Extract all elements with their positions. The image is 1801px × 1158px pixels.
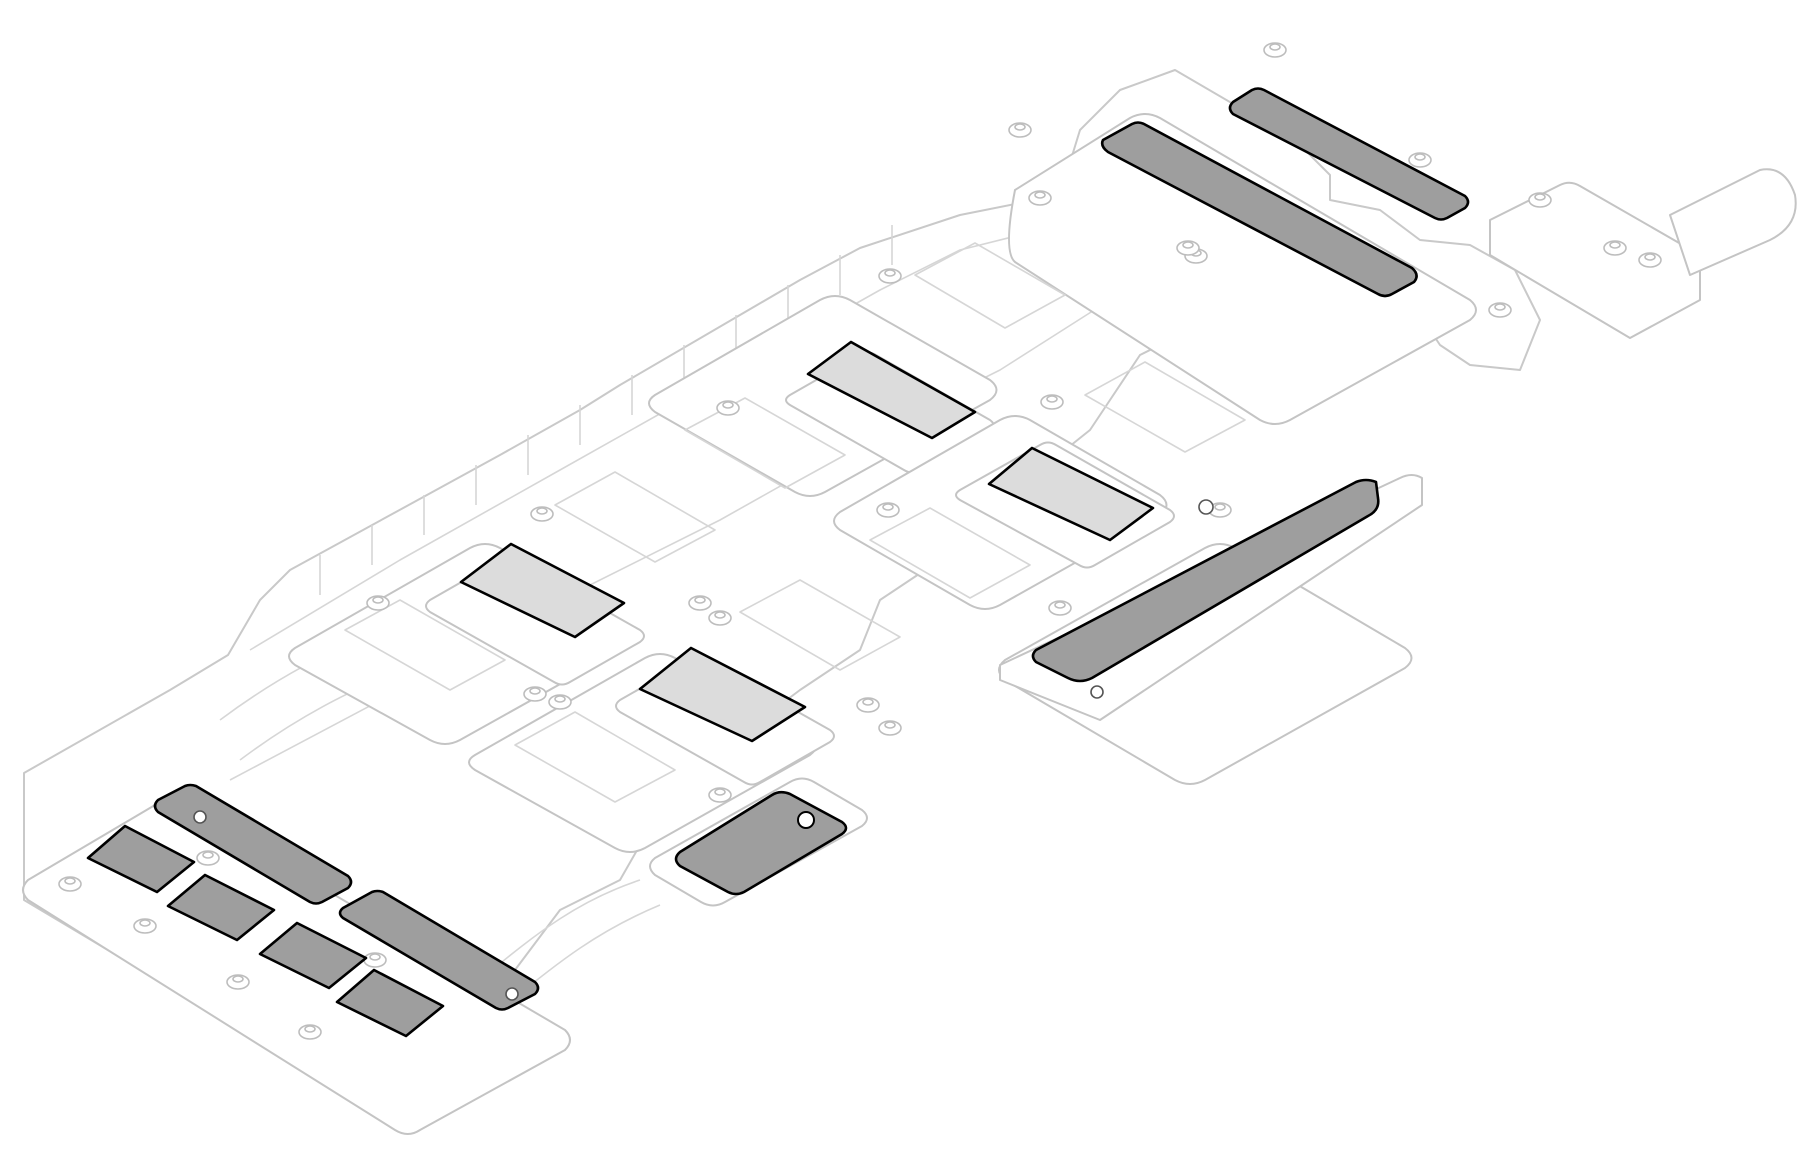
bolt-22 bbox=[1528, 192, 1552, 208]
recess-5 bbox=[1084, 361, 1246, 453]
coupler-nozzle bbox=[1669, 168, 1797, 276]
bolt-25 bbox=[58, 876, 82, 892]
right-pad-hole-1 bbox=[1198, 499, 1214, 515]
right-pad-hole-2 bbox=[1090, 685, 1104, 699]
bolt-20 bbox=[1488, 302, 1512, 318]
bolt-14 bbox=[878, 720, 902, 736]
memory-chip-1 bbox=[86, 824, 196, 894]
recess-6 bbox=[869, 507, 1031, 599]
bolt-19 bbox=[1263, 42, 1287, 58]
bolt-15 bbox=[708, 787, 732, 803]
recess-2 bbox=[554, 471, 716, 563]
bolt-6 bbox=[1208, 502, 1232, 518]
gpu-pad-center bbox=[638, 646, 807, 743]
memory-pad-hole-2 bbox=[505, 987, 519, 1001]
bolt-2 bbox=[716, 400, 740, 416]
bolt-32 bbox=[1008, 122, 1032, 138]
bolt-3 bbox=[1040, 394, 1064, 410]
bolt-13 bbox=[856, 697, 880, 713]
bolt-4 bbox=[876, 502, 900, 518]
memory-strip-lower bbox=[338, 889, 540, 1011]
bolt-16 bbox=[1048, 600, 1072, 616]
bolt-21 bbox=[1408, 152, 1432, 168]
manifold-strip-long bbox=[1100, 121, 1418, 298]
bolt-10 bbox=[708, 610, 732, 626]
bolt-7 bbox=[530, 506, 554, 522]
bolt-1 bbox=[878, 268, 902, 284]
bolt-11 bbox=[523, 686, 547, 702]
bolt-30 bbox=[298, 1024, 322, 1040]
gpu-pad-left bbox=[459, 542, 626, 639]
dark-thermal-pads bbox=[86, 87, 1470, 1038]
pad-holes bbox=[193, 499, 1214, 1001]
manifold-strip-short bbox=[1228, 87, 1470, 221]
bolt-24 bbox=[1638, 252, 1662, 268]
right-board-pad bbox=[1031, 478, 1380, 683]
small-pad-hole bbox=[797, 811, 815, 829]
gpu-pad-top bbox=[806, 340, 977, 440]
recess-8 bbox=[739, 579, 901, 671]
gpu-thermal-pads bbox=[459, 340, 1155, 743]
bolt-27 bbox=[196, 850, 220, 866]
recess-4 bbox=[914, 242, 1066, 329]
bolt-29 bbox=[363, 952, 387, 968]
memory-chip-3 bbox=[258, 921, 368, 990]
bolt-17 bbox=[1028, 190, 1052, 206]
recess-7 bbox=[514, 711, 676, 803]
memory-pad-hole-1 bbox=[193, 810, 207, 824]
bolt-31 bbox=[1176, 240, 1200, 256]
coupler-block bbox=[1489, 181, 1701, 339]
gpu-pad-right bbox=[987, 446, 1155, 542]
bolt-8 bbox=[366, 595, 390, 611]
memory-chip-4 bbox=[335, 968, 445, 1038]
bolt-28 bbox=[226, 974, 250, 990]
bolt-23 bbox=[1603, 240, 1627, 256]
bolt-26 bbox=[133, 918, 157, 934]
memory-chip-2 bbox=[166, 873, 276, 942]
top-manifold-plate bbox=[1008, 113, 1477, 425]
cold-plates bbox=[22, 113, 1797, 1135]
standoff-bolts bbox=[58, 42, 1662, 1040]
bolt-9 bbox=[688, 595, 712, 611]
bolt-12 bbox=[548, 694, 572, 710]
